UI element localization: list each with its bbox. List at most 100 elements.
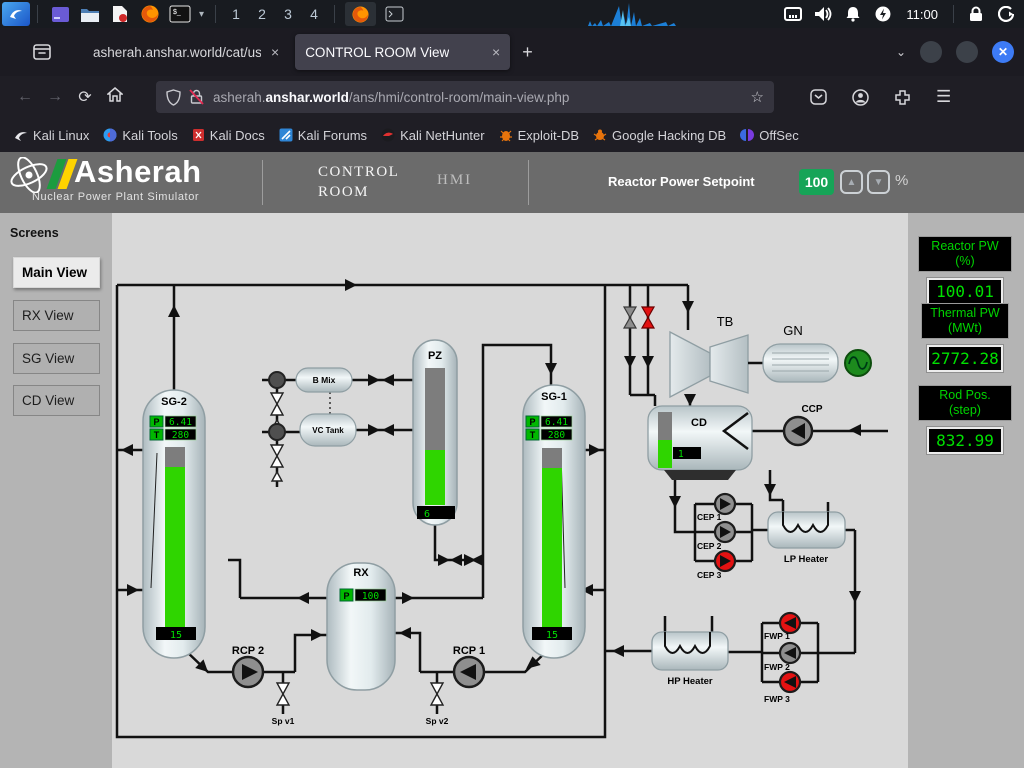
pressurizer[interactable]: PZ 6 — [413, 340, 457, 525]
bookmark-google-hacking-db[interactable]: Google Hacking DB — [593, 128, 726, 143]
tab-inactive[interactable]: asherah.anshar.world/cat/us × — [83, 34, 289, 70]
workspace-3[interactable]: 3 — [275, 6, 301, 22]
logo-subtitle: Nuclear Power Plant Simulator — [32, 191, 199, 203]
svg-text:CEP 1: CEP 1 — [697, 512, 722, 522]
notifications-bell-icon[interactable] — [841, 3, 865, 25]
reactor-vessel[interactable]: RX P 100 — [327, 563, 395, 690]
spray-valve-1[interactable] — [277, 683, 289, 705]
sidebar-item-rx-view[interactable]: RX View — [13, 300, 100, 331]
kali-menu-button[interactable] — [2, 2, 30, 26]
sidebar-item-cd-view[interactable]: CD View — [13, 385, 100, 416]
setpoint-label: Reactor Power Setpoint — [608, 174, 755, 189]
rcp1-pump[interactable]: RCP 1 — [453, 645, 485, 687]
boron-mix-tank[interactable]: B Mix — [296, 368, 352, 392]
vctank-isolation-valve[interactable] — [271, 445, 283, 481]
bookmark-kali-linux[interactable]: Kali Linux — [14, 128, 89, 143]
fwp3-pump[interactable]: FWP 3 — [764, 672, 800, 704]
svg-text:PZ: PZ — [428, 350, 442, 362]
cep1-pump[interactable]: CEP 1 — [697, 494, 735, 522]
close-tab-icon[interactable]: × — [271, 44, 279, 60]
fwp1-pump[interactable]: FWP 1 — [764, 613, 800, 641]
menu-hamburger-icon[interactable]: ☰ — [936, 87, 951, 107]
workspace-1[interactable]: 1 — [223, 6, 249, 22]
sidebar-item-main-view[interactable]: Main View — [13, 257, 100, 288]
bookmark-exploit-db[interactable]: Exploit-DB — [499, 128, 579, 143]
spv2-label: Sp v2 — [426, 716, 449, 726]
account-icon[interactable] — [852, 89, 869, 106]
bookmark-kali-forums[interactable]: Kali Forums — [279, 128, 367, 143]
network-icon[interactable] — [781, 3, 805, 25]
bookmark-star-icon[interactable]: ☆ — [751, 88, 764, 106]
home-icon[interactable] — [100, 87, 130, 107]
lock-screen-icon[interactable] — [964, 3, 988, 25]
minimize-button[interactable] — [920, 41, 942, 63]
extensions-icon[interactable] — [894, 89, 911, 106]
close-tab-icon[interactable]: × — [492, 44, 500, 60]
steam-generator-1[interactable]: SG-1 P 6.41 T 280 15 — [523, 385, 585, 658]
sidebar-item-sg-view[interactable]: SG View — [13, 343, 100, 374]
firefox-launcher-icon[interactable] — [138, 3, 162, 25]
cep3-pump[interactable]: CEP 3 — [697, 551, 735, 580]
lp-heater[interactable]: LP Heater — [768, 512, 845, 565]
clock[interactable]: 11:00 — [906, 7, 938, 22]
svg-text:TB: TB — [717, 314, 734, 329]
fwp2-pump[interactable]: FWP 2 — [764, 643, 800, 672]
workspace-2[interactable]: 2 — [249, 6, 275, 22]
workspace-4[interactable]: 4 — [301, 6, 327, 22]
close-window-button[interactable]: ✕ — [992, 41, 1014, 63]
chevron-down-icon[interactable]: ▾ — [199, 9, 204, 20]
svg-text:RCP 1: RCP 1 — [453, 645, 485, 657]
svg-text:P: P — [529, 417, 535, 427]
svg-text:1: 1 — [678, 449, 684, 460]
volume-control-tank[interactable]: VC Tank — [300, 414, 356, 446]
steam-dump-valve-gray[interactable] — [624, 307, 636, 328]
firefox-nav-toolbar: ← → ⟳ asherah.anshar.world/ans/hmi/contr… — [0, 76, 1024, 118]
window-app-icon[interactable] — [48, 3, 72, 25]
steam-generator-2[interactable]: SG-2 P 6.41 T 280 15 — [143, 390, 205, 658]
rcp2-pump[interactable]: RCP 2 — [232, 645, 264, 687]
turbine[interactable]: TB — [670, 314, 748, 397]
text-editor-icon[interactable] — [108, 3, 132, 25]
readout-value: 832.99 — [927, 427, 1003, 454]
list-all-tabs-chevron-icon[interactable]: ⌄ — [896, 45, 906, 59]
steam-dump-valve-red[interactable] — [642, 307, 654, 328]
taskbar-firefox-window[interactable] — [345, 2, 376, 26]
insecure-lock-icon[interactable] — [189, 89, 204, 105]
svg-text:CCP: CCP — [801, 404, 822, 415]
file-manager-icon[interactable] — [78, 3, 102, 25]
pocket-icon[interactable] — [810, 89, 827, 105]
taskbar-terminal-window[interactable] — [382, 3, 406, 25]
generator[interactable]: GN — [763, 323, 871, 382]
setpoint-increase-button[interactable]: ▲ — [840, 170, 863, 194]
bookmark-kali-docs[interactable]: Kali Docs — [192, 128, 265, 143]
shield-icon[interactable] — [166, 89, 181, 106]
ccp-pump[interactable]: CCP — [784, 404, 823, 445]
bmix-pump[interactable] — [269, 372, 285, 388]
bookmark-offsec[interactable]: OffSec — [740, 128, 799, 143]
reload-icon[interactable]: ⟳ — [70, 87, 100, 107]
spray-valve-2[interactable] — [431, 683, 443, 705]
bookmark-kali-tools[interactable]: Kali Tools — [103, 128, 177, 143]
kali-linux-icon — [14, 129, 28, 142]
url-text: asherah.anshar.world/ans/hmi/control-roo… — [213, 90, 569, 105]
svg-text:RX: RX — [353, 567, 369, 579]
forward-icon[interactable]: → — [40, 88, 70, 106]
tab-list-icon[interactable] — [30, 41, 54, 63]
cep2-pump[interactable]: CEP 2 — [697, 522, 735, 551]
maximize-button[interactable] — [956, 41, 978, 63]
condenser[interactable]: CD 1 — [648, 406, 752, 480]
new-tab-button[interactable]: + — [522, 42, 533, 63]
terminal-launcher-icon[interactable]: $_ — [168, 3, 192, 25]
tab-active[interactable]: CONTROL ROOM View × — [295, 34, 510, 70]
update-status-icon[interactable] — [871, 3, 895, 25]
hp-heater[interactable]: HP Heater — [652, 632, 728, 687]
vctank-pump[interactable] — [269, 424, 285, 440]
setpoint-decrease-button[interactable]: ▼ — [867, 170, 890, 194]
url-bar[interactable]: asherah.anshar.world/ans/hmi/control-roo… — [156, 81, 774, 113]
logout-icon[interactable] — [994, 3, 1018, 25]
bookmark-kali-nethunter[interactable]: Kali NetHunter — [381, 128, 485, 143]
back-icon[interactable]: ← — [10, 88, 40, 106]
svg-text:P: P — [343, 591, 349, 601]
svg-text:FWP 1: FWP 1 — [764, 631, 790, 641]
volume-icon[interactable] — [811, 3, 835, 25]
